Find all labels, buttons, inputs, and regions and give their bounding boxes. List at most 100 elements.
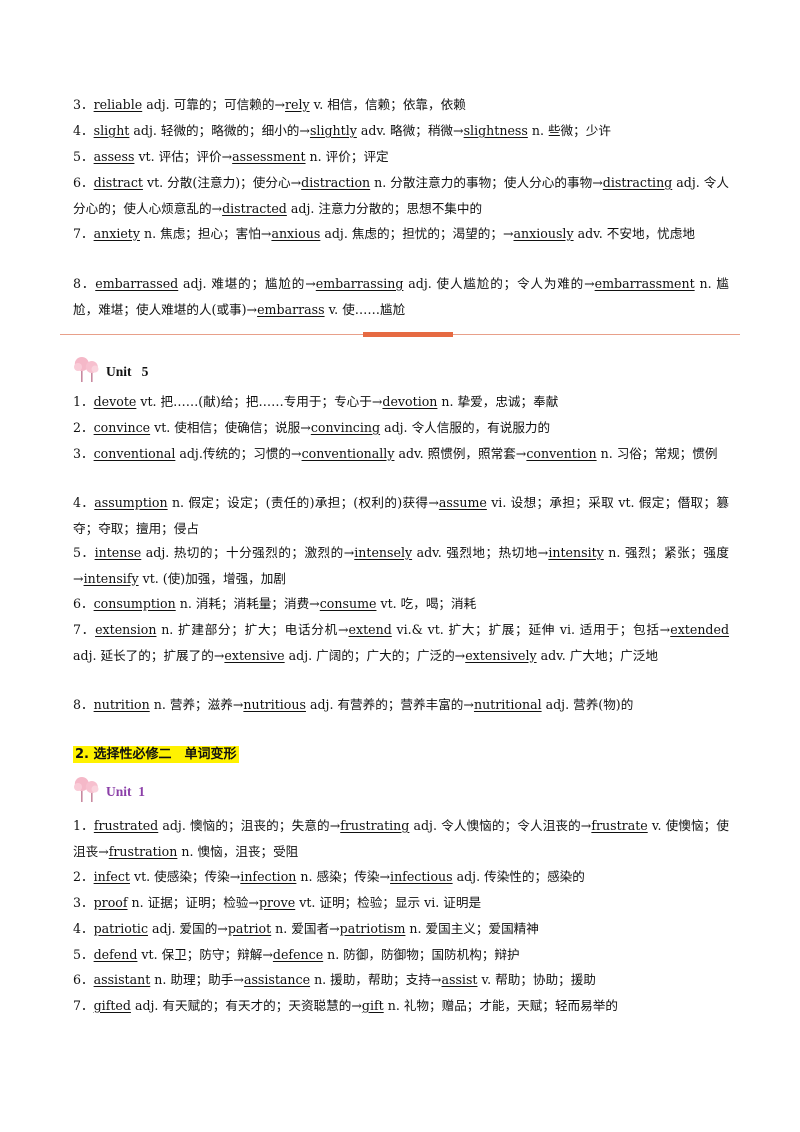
vocab-entry: 1．frustrated adj. 懊恼的；沮丧的；失意的→frustratin… xyxy=(73,813,729,864)
definition-text: vt. 把……(献)给；把……专用于；专心于→ xyxy=(136,394,383,409)
vocab-word: nutritious xyxy=(243,697,306,712)
entry-number: 8． xyxy=(73,697,94,712)
vocab-word: convincing xyxy=(310,420,381,435)
definition-text: n. 评价；评定 xyxy=(305,149,389,164)
definition-text: vt. 吃，喝；消耗 xyxy=(376,596,477,611)
definition-text: adj. 传染性的；感染的 xyxy=(452,869,585,884)
section-divider-accent xyxy=(363,332,453,337)
vocab-word: assistance xyxy=(243,972,311,987)
vocab-word: frustrate xyxy=(591,818,648,833)
vocab-word: embarrassed xyxy=(95,276,179,291)
vocab-word: proof xyxy=(93,895,128,910)
vocab-word: infectious xyxy=(390,869,453,884)
definition-text: n. 爱国主义；爱国精神 xyxy=(405,921,539,936)
definition-text: vi. 设想；承担；采取 vt. 假定；僭取；篡夺；夺取；擅用；侵占 xyxy=(73,495,729,536)
vocab-word: rely xyxy=(285,97,310,112)
vocab-entry: 7．extension n. 扩建部分；扩大；电话分机→extend vi.& … xyxy=(73,617,729,668)
vocab-word: defence xyxy=(272,947,324,962)
definition-text: vt. 证明；检验；显示 vi. 证明是 xyxy=(295,895,482,910)
definition-text: vt. 保卫；防守；辩解→ xyxy=(137,947,273,962)
vocab-word: patriotism xyxy=(339,921,406,936)
definition-text: vt. 使感染；传染→ xyxy=(129,869,241,884)
definition-text: adj. 注意力分散的；思想不集中的 xyxy=(286,200,483,216)
definition-text: n. 证据；证明；检验→ xyxy=(127,895,259,910)
vocab-word: assume xyxy=(438,495,487,510)
vocab-word: reliable xyxy=(93,97,143,112)
vocab-word: extensively xyxy=(465,647,537,663)
definition-text: n. 习俗；常规；惯例 xyxy=(596,446,718,461)
entry-number: 2． xyxy=(73,869,94,884)
entry-number: 1． xyxy=(73,394,94,409)
definition-text: adj. 懊恼的；沮丧的；失意的→ xyxy=(158,818,341,833)
definition-text: vi.& vt. 扩大；扩展；延伸 vi. 适用于；包括→ xyxy=(391,622,671,637)
definition-text: adj. 有天赋的；有天才的；天资聪慧的→ xyxy=(130,998,362,1013)
vocab-word: assumption xyxy=(94,495,168,510)
vocab-word: intense xyxy=(94,545,142,560)
vocab-entry: 1．devote vt. 把……(献)给；把……专用于；专心于→devotion… xyxy=(73,389,729,415)
vocab-word: extend xyxy=(348,622,392,637)
vocab-word: intensify xyxy=(83,570,139,586)
vocab-word: assessment xyxy=(232,149,306,164)
vocab-word: anxious xyxy=(271,226,321,241)
definition-text: vt. 评估；评价→ xyxy=(134,149,233,164)
vocab-word: assistant xyxy=(93,972,151,987)
entry-number: 5． xyxy=(73,545,95,560)
vocab-word: devote xyxy=(93,394,137,409)
definition-text: v. 相信，信赖；依靠，依赖 xyxy=(309,97,466,112)
definition-text: n. 防御，防御物；国防机构；辩护 xyxy=(323,947,520,962)
vocab-word: prove xyxy=(258,895,296,910)
entry-number: 8． xyxy=(73,276,96,291)
entry-number: 5． xyxy=(73,947,94,962)
vocab-entry: 5．intense adj. 热切的；十分强烈的；激烈的→intensely a… xyxy=(73,540,729,591)
entry-number: 7． xyxy=(73,226,94,241)
vocab-word: convince xyxy=(93,420,151,435)
vocab-word: consume xyxy=(319,596,377,611)
entry-number: 3． xyxy=(73,895,94,910)
definition-text: adj. 热切的；十分强烈的；激烈的→ xyxy=(141,545,355,560)
vocab-word: intensely xyxy=(354,545,413,560)
definition-text: adj. 焦虑的；担忧的；渴望的；→ xyxy=(320,226,514,241)
definition-text: n. 些微；少许 xyxy=(527,123,611,138)
entry-number: 1． xyxy=(73,818,94,833)
definition-text: v. 使懊恼；使沮丧→ xyxy=(73,818,729,859)
vocab-word: conventional xyxy=(93,446,176,461)
definition-text: n. 扩建部分；扩大；电话分机→ xyxy=(156,622,349,637)
definition-text: adv. 不安地，忧虑地 xyxy=(573,226,695,241)
vocab-word: frustrating xyxy=(340,818,410,833)
vocab-word: slightly xyxy=(309,123,357,138)
vocab-word: intensity xyxy=(548,545,604,560)
definition-text: adv. 略微；稍微→ xyxy=(356,123,464,138)
definition-text: n. 假定；设定；(责任的)承担；(权利的)获得→ xyxy=(167,495,439,510)
vocab-word: embarrassment xyxy=(594,276,695,291)
vocab-word: assist xyxy=(441,972,478,987)
vocab-entry: 4．patriotic adj. 爱国的→patriot n. 爱国者→patr… xyxy=(73,916,729,942)
entry-number: 6． xyxy=(73,175,94,190)
entry-number: 2． xyxy=(73,420,94,435)
definition-text: vt. 使相信；使确信；说服→ xyxy=(150,420,311,435)
definition-text: v. 使……尴尬 xyxy=(324,301,406,317)
definition-text: vt. (使)加强，增强，加剧 xyxy=(138,570,286,586)
vocab-entry: 7．gifted adj. 有天赋的；有天才的；天资聪慧的→gift n. 礼物… xyxy=(73,993,729,1019)
vocab-word: distract xyxy=(93,175,143,190)
definition-text: n. 懊恼，沮丧；受阻 xyxy=(177,843,299,859)
tree-icon xyxy=(74,777,99,802)
definition-text: n. 焦虑；担心；害怕→ xyxy=(140,226,272,241)
vocab-word: extensive xyxy=(224,647,285,663)
section-title: 2. 选择性必修二 单词变形 xyxy=(73,746,239,763)
definition-text: adj. 延长了的；扩展了的→ xyxy=(73,647,225,663)
definition-text: adj. 爱国的→ xyxy=(148,921,228,936)
unit-heading: Unit 5 xyxy=(72,352,148,384)
unit-title: Unit 5 xyxy=(106,364,149,379)
definition-text: adj. 轻微的；略微的；细小的→ xyxy=(129,123,310,138)
vocab-word: infection xyxy=(240,869,297,884)
definition-text: n. 尴尬，难堪；使人难堪的人(或事)→ xyxy=(73,276,729,317)
vocab-entry: 6．assistant n. 助理；助手→assistance n. 援助，帮助… xyxy=(73,967,729,993)
vocab-word: devotion xyxy=(382,394,438,409)
vocab-word: distraction xyxy=(301,175,371,190)
definition-text: adj. 营养(物)的 xyxy=(541,697,634,712)
vocab-word: slightness xyxy=(463,123,528,138)
definition-text: adj. 难堪的；尴尬的→ xyxy=(178,276,316,291)
definition-text: n. 营养；滋养→ xyxy=(149,697,244,712)
vocab-word: slight xyxy=(93,123,130,138)
vocab-word: distracting xyxy=(602,175,673,190)
